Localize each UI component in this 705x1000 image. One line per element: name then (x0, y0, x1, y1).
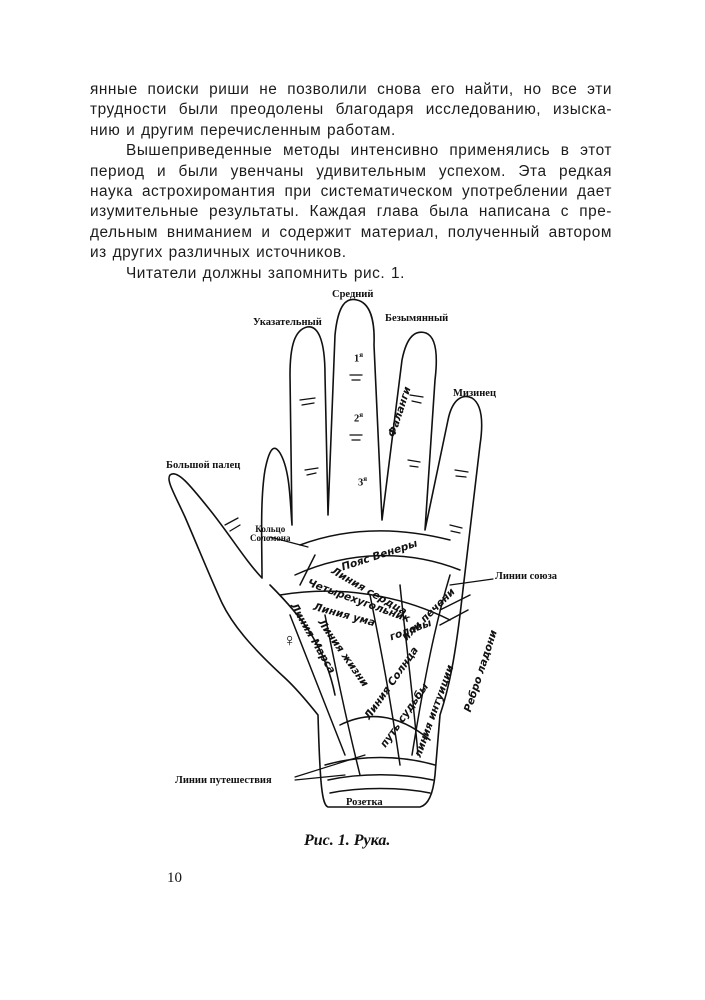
hand-outline (168, 298, 483, 808)
paragraph: Читатели должны запомнить рис. 1. (126, 264, 405, 282)
label-middle-finger: Средний (332, 289, 374, 300)
label-index-finger: Указательный (253, 317, 322, 328)
body-text: янные поиски риши не позволили снова его… (90, 80, 612, 284)
paragraph: янные поиски риши не позволили снова его… (90, 81, 612, 139)
label-little-finger: Мизинец (453, 388, 496, 399)
label-union-lines: Линии союза (495, 571, 558, 582)
label-travel-lines: Линии путешествия (175, 775, 272, 786)
label-ring-of-solomon: Кольцо Соломона (250, 524, 291, 543)
pointer-arrows (269, 536, 494, 781)
phalanx-marks (224, 374, 469, 534)
thumb-contour (269, 584, 336, 696)
paragraph: Вышеприведенные методы интенсивно примен… (90, 142, 612, 262)
venus-symbol: ♀ (283, 630, 297, 650)
label-thumb: Большой палец (166, 460, 241, 471)
label-ring-finger: Безымянный (385, 313, 449, 324)
label-phalanx-2: 2я (354, 411, 364, 425)
page-number: 10 (167, 870, 182, 886)
hand-figure: Средний Указательный Безымянный Мизинец … (150, 285, 590, 815)
hand-drawing (168, 298, 494, 808)
label-rosette: Розетка (346, 797, 383, 808)
label-phalanx-1: 1я (354, 351, 364, 365)
palm-lines (279, 530, 471, 794)
figure-caption: Рис. 1. Рука. (304, 832, 391, 849)
label-phalanx-3: 3я (358, 475, 368, 489)
